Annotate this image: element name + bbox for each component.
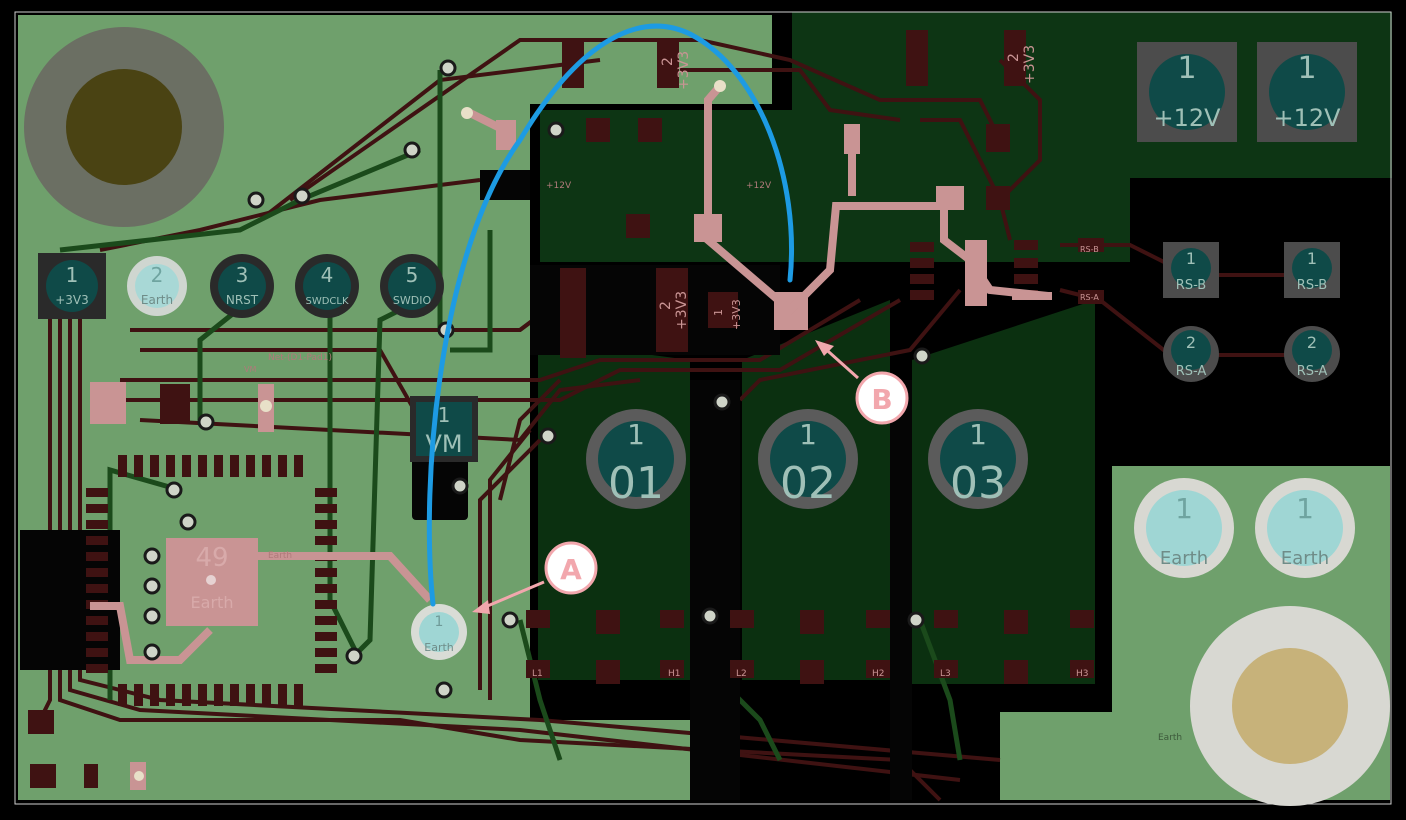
rs485-pad-a-2[interactable]: 2 RS-A: [1284, 326, 1340, 382]
earth-pad-right-1[interactable]: 1 Earth: [1134, 478, 1234, 578]
pad-label: Earth: [424, 641, 454, 654]
smd-components: [28, 30, 1104, 788]
pad-number: 5: [406, 263, 419, 287]
pad-number: 1: [969, 418, 987, 451]
net-label-12v: +12V: [546, 181, 572, 191]
net-label-vm: VM: [244, 365, 256, 374]
output-pad-02[interactable]: 1 02: [758, 409, 858, 509]
label-rs-b: RS-B: [1080, 245, 1099, 254]
pad-number: 1: [1296, 492, 1314, 525]
pad-number: 1: [1177, 51, 1196, 86]
pad-number: 4: [321, 263, 334, 287]
conn-label-3v3-num: 2: [660, 57, 676, 66]
conn-label-3v3-d-num: 1: [712, 309, 725, 316]
pad-label: Earth: [1160, 548, 1208, 569]
pad-number: 1: [66, 263, 79, 287]
pad-label: SWDIO: [393, 294, 432, 307]
power-pad-12v-2[interactable]: 1 +12V: [1257, 42, 1357, 142]
mounting-hole-bottom-right: [1190, 606, 1390, 806]
highlighted-net-wire: [426, 23, 795, 607]
mcu-footprint: [86, 455, 337, 706]
pad-label: RS-B: [1176, 278, 1206, 293]
pad-label: Earth: [141, 293, 173, 307]
pad-label: RS-A: [1297, 364, 1328, 379]
pad-number: 1: [435, 614, 444, 630]
output-pad-01[interactable]: 1 01: [586, 409, 686, 509]
pad-label: 03: [950, 458, 1006, 509]
earth-pad-right-2[interactable]: 1 Earth: [1255, 478, 1355, 578]
pad-label: 01: [608, 458, 664, 509]
callout-a-letter: A: [560, 553, 582, 586]
via-pink-4: [134, 771, 144, 781]
board-edge: [14, 11, 1392, 805]
pad-number: 1: [1297, 51, 1316, 86]
conn-label-3v3-d: +3V3: [730, 299, 743, 330]
pad-number: 1: [627, 418, 645, 451]
earth-trace: [258, 552, 433, 603]
pad-label: +12V: [1153, 104, 1221, 132]
via-pink-2: [461, 107, 473, 119]
label-h1: H1: [668, 669, 681, 679]
connector-pad-3v3[interactable]: 1 +3V3: [38, 253, 106, 319]
conn-label-3v3-c: +3V3: [674, 291, 690, 330]
via-pink-1: [260, 400, 272, 412]
net-label-d1: Net-(D1-Pad1): [268, 353, 332, 363]
pad-label: RS-A: [1176, 364, 1207, 379]
label-l2: L2: [736, 669, 747, 679]
pad-label: +3V3: [55, 293, 89, 307]
pad-number: 2: [1186, 333, 1196, 352]
label-l3: L3: [940, 669, 951, 679]
mcu-ground-pad-49[interactable]: 49 Earth: [166, 538, 258, 626]
pad-number: 3: [236, 263, 249, 287]
net-label-earth: Earth: [268, 551, 292, 561]
label-l1: L1: [532, 669, 543, 679]
conn-label-3v3-c-num: 2: [658, 301, 674, 310]
callout-b-letter: B: [871, 383, 892, 416]
conn-label-3v3: +3V3: [676, 51, 692, 90]
connector-pad-vm[interactable]: 1 VM: [410, 396, 478, 462]
net-label-earth-2: Earth: [1158, 733, 1182, 743]
connector-pad-earth[interactable]: 2 Earth: [127, 256, 187, 316]
mounting-hole-top-left: [24, 27, 224, 227]
rs485-pad-a-1[interactable]: 2 RS-A: [1163, 326, 1219, 382]
output-pad-03[interactable]: 1 03: [928, 409, 1028, 509]
pad-label: RS-B: [1297, 278, 1327, 293]
pad-label: Earth: [1281, 548, 1329, 569]
back-layer-traces: [466, 83, 1049, 316]
pad-number: 1: [1175, 492, 1193, 525]
pad-label: Earth: [191, 593, 234, 612]
pad-number: 1: [438, 403, 451, 427]
pad-number: 1: [1307, 249, 1317, 268]
rs485-pad-b-2[interactable]: 1 RS-B: [1284, 242, 1340, 298]
pad-label: 02: [780, 458, 836, 509]
connector-pad-swdio[interactable]: 5 SWDIO: [380, 254, 444, 318]
via-pink-3: [714, 80, 726, 92]
callout-a: A: [472, 541, 598, 614]
earth-trace-left: [90, 602, 213, 664]
label-h2: H2: [872, 669, 885, 679]
pad-number: 2: [1307, 333, 1317, 352]
callout-b: B: [815, 340, 909, 425]
conn-label-3v3-b: +3V3: [1022, 45, 1038, 84]
pad-number: 49: [195, 543, 228, 573]
silkscreen-labels: Net-(D1-Pad1) +12V +12V Earth Earth VM +…: [244, 45, 1182, 743]
pad-label: NRST: [226, 293, 259, 307]
rs485-pad-b-1[interactable]: 1 RS-B: [1163, 242, 1219, 298]
power-pad-12v-1[interactable]: 1 +12V: [1137, 42, 1237, 142]
pad-label: SWDCLK: [305, 296, 348, 307]
pad-label: +12V: [1273, 104, 1341, 132]
pad-number: 1: [1186, 249, 1196, 268]
net-label-12v-2: +12V: [746, 181, 772, 191]
connector-pad-nrst[interactable]: 3 NRST: [210, 254, 274, 318]
pad-number: 1: [799, 418, 817, 451]
connector-pad-swdclk[interactable]: 4 SWDCLK: [295, 254, 359, 318]
pad-number: 2: [151, 263, 164, 287]
earth-pad-a[interactable]: 1 Earth: [411, 604, 467, 660]
label-h3: H3: [1076, 669, 1089, 679]
conn-label-3v3-b-num: 2: [1006, 53, 1022, 62]
label-rs-a: RS-A: [1080, 293, 1099, 302]
